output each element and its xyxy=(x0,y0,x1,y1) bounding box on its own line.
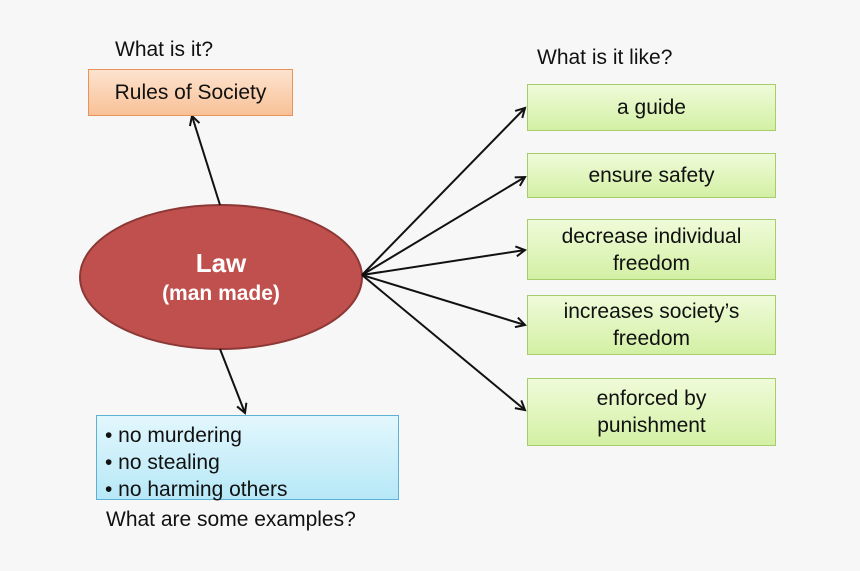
arrow-to-enforced xyxy=(361,274,525,410)
definition-box: Rules of Society xyxy=(88,69,293,116)
definition-text: Rules of Society xyxy=(114,81,267,104)
law-node: Law (man made) xyxy=(80,205,362,349)
characteristic-box: decrease individual freedom xyxy=(527,219,776,280)
characteristic-box: enforced by punishment xyxy=(527,378,776,446)
arrow-to-ensure-safety xyxy=(361,177,525,276)
characteristic-box: ensure safety xyxy=(527,153,776,198)
characteristic-line: decrease individual xyxy=(561,224,742,248)
what-is-it-label: What is it? xyxy=(115,38,214,61)
characteristic-line: increases society’s xyxy=(563,300,740,323)
examples-box: • no murdering • no stealing • no harmin… xyxy=(96,415,399,501)
characteristic-line: ensure safety xyxy=(588,164,715,187)
examples-question-label: What are some examples? xyxy=(106,508,356,531)
characteristic-box: increases society’s freedom xyxy=(527,295,776,355)
arrow-to-increases-freedom xyxy=(361,274,525,325)
characteristic-line: punishment xyxy=(597,414,706,437)
example-item: • no murdering xyxy=(105,424,242,447)
example-item: • no harming others xyxy=(105,478,288,501)
characteristic-line: freedom xyxy=(612,327,691,350)
example-item: • no stealing xyxy=(105,451,220,474)
law-subtitle: (man made) xyxy=(162,282,280,305)
arrow-to-definition xyxy=(192,116,221,206)
what-is-it-like-label: What is it like? xyxy=(537,46,673,69)
characteristic-box: a guide xyxy=(527,84,776,131)
characteristic-line: freedom xyxy=(612,251,691,275)
arrow-to-a-guide xyxy=(361,108,525,276)
law-title: Law xyxy=(195,248,247,278)
arrow-to-decrease-freedom xyxy=(361,250,525,276)
characteristic-line: enforced by xyxy=(596,387,707,410)
characteristic-line: a guide xyxy=(617,96,686,119)
arrow-to-examples xyxy=(219,348,245,413)
